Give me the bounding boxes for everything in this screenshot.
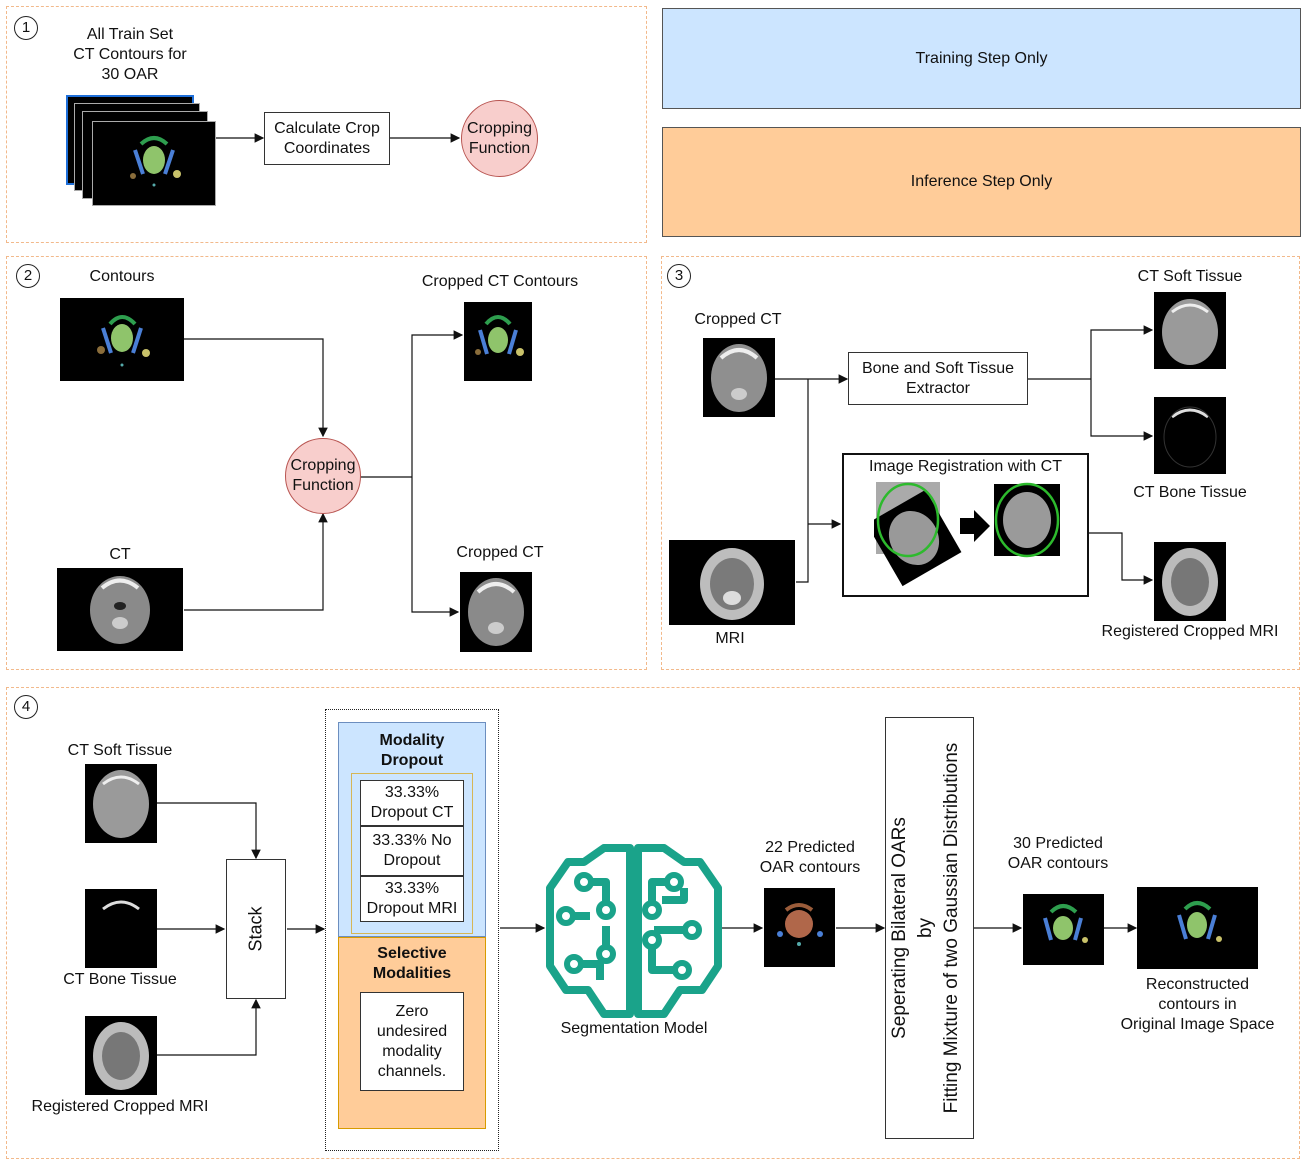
cropped-ct-image-3 [703, 338, 775, 417]
pred30-image [1023, 894, 1104, 965]
cropped-contours-label: Cropped CT Contours [421, 273, 579, 290]
contour-shapes [130, 136, 181, 187]
contour-shapes [777, 903, 823, 946]
ct-bone-label-3: CT Bone Tissue [1133, 484, 1247, 501]
ct-slice [90, 576, 150, 644]
ct-image [57, 568, 183, 651]
contours-label: Contours [89, 268, 155, 285]
registration-shapes [866, 482, 1060, 587]
ct-bone-label-4: CT Bone Tissue [63, 971, 177, 988]
mri-slice [700, 548, 764, 620]
mri-slice [93, 1022, 149, 1090]
registration-graphic [866, 480, 1074, 590]
ct-soft-image-4 [85, 764, 157, 843]
contours-image [60, 298, 184, 381]
panel-3 [661, 256, 1300, 670]
ct-slice [468, 578, 524, 646]
dropout-option-ct: 33.33%Dropout CT [360, 780, 464, 826]
segmentation-model-icon [544, 840, 724, 1020]
panel-2-number: 2 [16, 264, 40, 288]
bone-slice [102, 900, 140, 911]
stack-box: Stack [226, 859, 286, 999]
ct-slice [93, 770, 149, 838]
dropout-option-mri: 33.33%Dropout MRI [360, 876, 464, 922]
dropout-container [325, 709, 499, 1151]
separating-box [885, 717, 974, 1139]
ct-bone-image-3 [1154, 397, 1226, 474]
reg-mri-image-4 [85, 1016, 157, 1095]
ct-slice [711, 344, 767, 412]
pred22-image [764, 888, 835, 967]
bone-slice [1163, 406, 1217, 468]
contour-shapes [475, 315, 524, 356]
ct-bone-image-4 [85, 889, 157, 968]
mri-image [669, 540, 795, 625]
ct-slice [1162, 299, 1218, 365]
mri-label: MRI [715, 630, 745, 647]
ct-soft-image-3 [1154, 292, 1226, 369]
legend-inference: Inference Step Only [662, 127, 1301, 237]
panel-3-number: 3 [667, 264, 691, 288]
contour-shapes [97, 315, 150, 367]
panel-4-number: 4 [14, 695, 38, 719]
registration-label: Image Registration with CT [869, 458, 1062, 475]
mri-slice [1162, 548, 1218, 616]
cropped-ct-image [460, 572, 532, 652]
cropped-ct-label: Cropped CT [456, 544, 544, 561]
cropped-contours-image [464, 302, 532, 381]
reconstructed-image [1137, 887, 1258, 969]
panel-1-number: 1 [14, 16, 38, 40]
panel-2 [6, 256, 647, 670]
dropout-options-frame [351, 773, 473, 934]
ct-soft-label-4: CT Soft Tissue [67, 742, 173, 759]
reg-mri-image-3 [1154, 542, 1226, 621]
segmentation-model-label: Segmentation Model [560, 1020, 708, 1037]
contour-shapes [1043, 904, 1088, 943]
panel-1 [6, 6, 647, 243]
brain-circuit-icon [546, 844, 722, 1018]
ct-soft-label-3: CT Soft Tissue [1137, 268, 1243, 285]
legend-training: Training Step Only [662, 8, 1301, 109]
ct-contour-image [92, 121, 216, 206]
reg-mri-label-3: Registered Cropped MRI [1101, 623, 1279, 640]
cropped-ct-label-3: Cropped CT [694, 311, 782, 328]
contour-shapes [1177, 901, 1222, 942]
ct-label: CT [109, 546, 131, 563]
reg-mri-label-4: Registered Cropped MRI [31, 1098, 209, 1115]
